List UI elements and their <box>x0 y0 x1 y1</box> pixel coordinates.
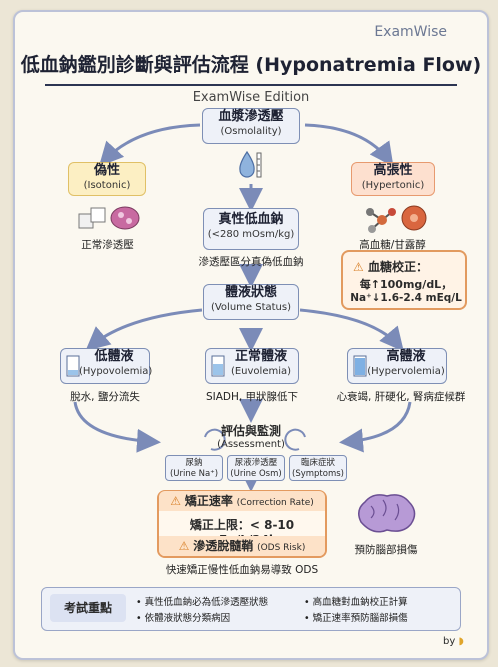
glucose-correction-box: ⚠ 血糖校正： 每↑100mg/dL， Na⁺↓1.6-2.4 mEq/L <box>341 250 467 310</box>
glucose-correction-line2: Na⁺↓1.6-2.4 mEq/L <box>350 292 462 304</box>
node-isotonic: 偽性 (Isotonic) <box>68 162 146 196</box>
assessment-urine-osm: 尿液滲透壓 (Urine Osm) <box>227 455 285 481</box>
assessment-sub: (Assessment) <box>217 439 285 450</box>
hypervolemia-sub: (Hypervolemia) <box>367 366 445 377</box>
hypertonic-note: 高血糖/甘露醇 <box>359 239 426 251</box>
isotonic-label: 偽性 <box>93 163 120 178</box>
urine-osm-label: 尿液滲透壓 <box>234 458 278 468</box>
hypovolemia-note: 脫水, 鹽分流失 <box>70 391 140 403</box>
cubes-cells-icon <box>75 202 145 238</box>
page-title: 低血鈉鑑別診斷與評估流程 (Hyponatremia Flow) <box>20 54 482 76</box>
ods-label-en: (ODS Risk) <box>257 543 306 553</box>
molecule-cell-icon <box>360 202 430 238</box>
euvolemia-label: 正常體液 <box>234 349 287 364</box>
correction-header: ⚠ 矯正速率 (Correction Rate) <box>159 491 325 511</box>
node-hypovolemia: 低體液 (Hypovolemia) <box>60 348 153 384</box>
euvolemia-note: SIADH, 甲狀腺低下 <box>205 391 299 403</box>
summary-item-1: • 真性低血鈉必為低滲透壓狀態 <box>136 597 269 608</box>
hypovolemia-sub: (Hypovolemia) <box>79 366 153 377</box>
glucose-correction-title: 血糖校正： <box>367 260 428 274</box>
ods-label: 滲透脫髓鞘 <box>193 539 254 553</box>
summary-item-2-text: 高血糖對血鈉校正計算 <box>312 597 408 608</box>
arrow-to-hypovolemia <box>85 308 203 351</box>
node-true-hyponatremia: 真性低血鈉 (<280 mOsm/kg) <box>203 208 299 250</box>
assessment-urine-na: 尿鈉 (Urine Na⁺) <box>165 455 223 481</box>
summary-item-4: • 矯正速率預防腦部損傷 <box>304 613 408 624</box>
title-underline <box>45 84 457 86</box>
correction-box: ⚠ 矯正速率 (Correction Rate) 矯正上限：< 8-10 mEq… <box>157 490 327 558</box>
true-hypo-sub: (<280 mOsm/kg) <box>207 229 295 240</box>
node-hypervolemia: 高體液 (Hypervolemia) <box>347 348 447 384</box>
footer-credit: by ◗ <box>443 636 464 647</box>
summary-box: 考試重點 • 真性低血鈉必為低滲透壓狀態 • 高血糖對血鈉校正計算 • 依體液狀… <box>41 587 461 631</box>
arrow-to-hypervolemia <box>299 308 404 352</box>
true-hypo-note: 滲透壓區分真偽低血鈉 <box>198 256 304 268</box>
ods-note: 快速矯正慢性低血鈉易導致 ODS <box>165 564 319 576</box>
poster-frame: ExamWise 低血鈉鑑別診斷與評估流程 (Hyponatremia Flow… <box>13 10 489 660</box>
assessment-symptoms: 臨床症狀 (Symptoms) <box>289 455 347 481</box>
true-hypo-label: 真性低血鈉 <box>218 212 284 227</box>
summary-label: 考試重點 <box>50 594 126 622</box>
volume-status-sub: (Volume Status) <box>210 302 292 313</box>
urine-na-sub: (Urine Na⁺) <box>169 469 219 479</box>
glucose-correction-title-row: ⚠ 血糖校正： <box>353 258 428 275</box>
node-osmolality: 血漿滲透壓 (Osmolality) <box>202 108 300 144</box>
glass-low-icon <box>66 355 80 381</box>
symptoms-sub: (Symptoms) <box>292 469 344 479</box>
hypervolemia-note: 心衰竭, 肝硬化, 腎病症候群 <box>336 391 466 403</box>
urine-na-label: 尿鈉 <box>185 458 203 468</box>
euvolemia-sub: (Euvolemia) <box>230 366 292 377</box>
summary-item-3-text: 依體液狀態分類病因 <box>144 613 231 624</box>
glucose-correction-line1: 每↑100mg/dL， <box>359 278 453 291</box>
hypertonic-label: 高張性 <box>373 163 413 178</box>
edition-label: ExamWise Edition <box>192 90 310 105</box>
ods-warning-icon: ⚠ <box>178 539 190 553</box>
flow-arrows <box>73 123 412 492</box>
isotonic-note: 正常滲透壓 <box>81 239 134 251</box>
arrow-hyper-to-assessment <box>339 401 412 453</box>
osmolality-label: 血漿滲透壓 <box>218 109 284 124</box>
symptoms-label: 臨床症狀 <box>300 458 335 468</box>
volume-status-label: 體液狀態 <box>224 285 277 300</box>
brain-note: 預防腦部損傷 <box>354 544 418 556</box>
summary-item-2: • 高血糖對血鈉校正計算 <box>304 597 408 608</box>
node-assessment: 評估與監測 (Assessment) <box>211 422 291 450</box>
correction-warning-icon: ⚠ <box>170 494 181 508</box>
glass-full-icon <box>353 355 367 381</box>
glass-mid-icon <box>211 355 225 381</box>
droplet-icon <box>237 150 267 186</box>
summary-item-3: • 依體液狀態分類病因 <box>136 613 231 624</box>
brand-logo: ExamWise <box>374 24 447 40</box>
assessment-label: 評估與監測 <box>220 424 281 438</box>
footer-logo-icon: ◗ <box>458 636 464 647</box>
isotonic-sub: (Isotonic) <box>83 180 131 191</box>
correction-label-en: (Correction Rate) <box>236 498 314 508</box>
osmolality-sub: (Osmolality) <box>220 126 282 137</box>
node-hypertonic: 高張性 (Hypertonic) <box>351 162 435 196</box>
node-euvolemia: 正常體液 (Euvolemia) <box>205 348 299 384</box>
node-volume-status: 體液狀態 (Volume Status) <box>203 284 299 320</box>
warning-icon: ⚠ <box>353 260 364 274</box>
footer-by: by <box>443 636 456 647</box>
hypervolemia-label: 高體液 <box>386 349 426 364</box>
arrow-hypo-to-assessment <box>73 401 161 453</box>
arrow-to-hypertonic <box>304 123 394 167</box>
brain-icon <box>353 492 419 542</box>
cycle-left-icon <box>204 428 226 451</box>
cycle-right-icon <box>284 428 306 451</box>
correction-label: 矯正速率 <box>184 494 233 508</box>
summary-item-1-text: 真性低血鈉必為低滲透壓狀態 <box>144 597 269 608</box>
urine-osm-sub: (Urine Osm) <box>230 469 282 479</box>
hypovolemia-label: 低體液 <box>94 349 134 364</box>
hypertonic-sub: (Hypertonic) <box>361 180 425 191</box>
arrow-to-isotonic <box>98 123 201 167</box>
summary-item-4-text: 矯正速率預防腦部損傷 <box>312 613 408 624</box>
ods-row: ⚠ 滲透脫髓鞘 (ODS Risk) <box>159 536 325 556</box>
